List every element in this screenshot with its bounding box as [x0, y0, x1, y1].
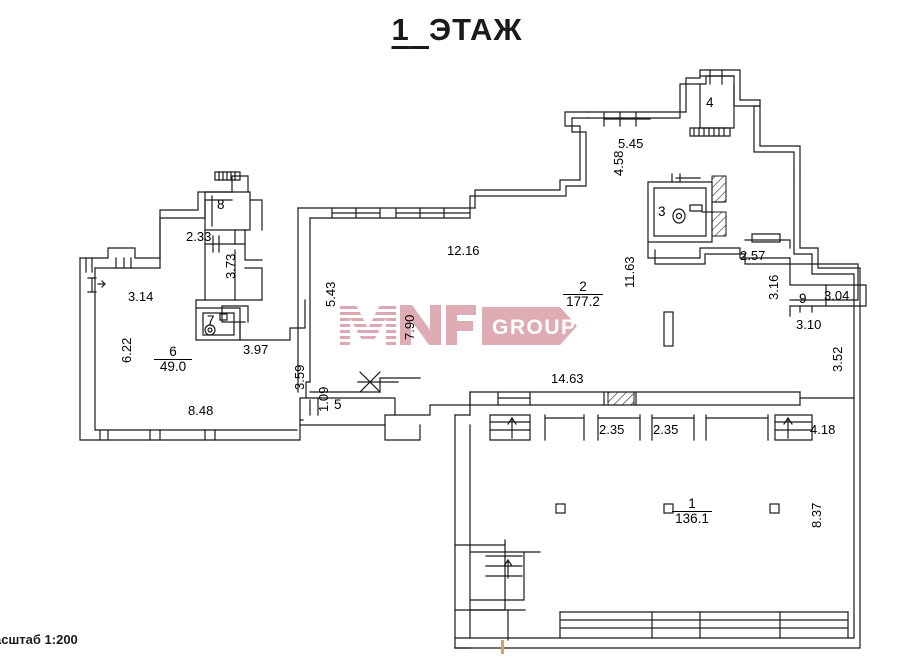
dimension-4-58: 4.58 — [611, 150, 626, 176]
dimension-11-63: 11.63 — [622, 256, 637, 288]
title-floor-word: ЭТАЖ — [429, 12, 523, 47]
room-2-number: 2 — [563, 279, 603, 296]
dimension-3-10: 3.10 — [796, 317, 822, 332]
dimension-6-22: 6.22 — [119, 337, 134, 363]
hatched-structural-elements — [607, 175, 727, 406]
dimension-5-43: 5.43 — [323, 281, 338, 307]
wall-outlines — [79, 69, 867, 649]
room-label-2: 2 177.2 — [563, 279, 603, 310]
title-floor-number: 1 — [391, 12, 410, 47]
dimension-2-35-b: 2.35 — [653, 422, 679, 437]
dimension-1-09: 1.09 — [316, 386, 331, 412]
room-label-7: 7 — [207, 313, 215, 328]
room-label-4: 4 — [706, 95, 714, 110]
watermark-n-glyph — [400, 305, 441, 345]
dimension-3-52: 3.52 — [830, 346, 845, 372]
watermark-f-glyph — [446, 305, 476, 345]
room-label-3: 3 — [658, 204, 666, 219]
room-6-number: 6 — [154, 344, 192, 361]
dimension-3-04: 3.04 — [824, 288, 850, 303]
room-label-1: 1 136.1 — [672, 496, 712, 527]
room-label-5: 5 — [334, 397, 342, 412]
room-label-9: 9 — [799, 291, 807, 306]
dimension-5-45: 5.45 — [618, 136, 644, 151]
page-title: 1 ЭТАЖ — [0, 12, 914, 48]
dimension-7-90: 7.90 — [402, 314, 417, 340]
room-label-6: 6 49.0 — [154, 344, 192, 375]
dimension-8-48: 8.48 — [188, 403, 214, 418]
dimension-2-35-a: 2.35 — [599, 422, 625, 437]
scale-caption: асштаб 1:200 — [0, 632, 78, 647]
dimension-14-63: 14.63 — [551, 371, 584, 386]
dimension-12-16: 12.16 — [447, 243, 480, 258]
room-label-8: 8 — [217, 197, 225, 212]
dimension-4-18: 4.18 — [810, 422, 836, 437]
dimension-3-59: 3.59 — [292, 364, 307, 390]
room-6-area: 49.0 — [159, 359, 187, 375]
dimension-8-37: 8.37 — [809, 502, 824, 528]
dimension-2-33: 2.33 — [186, 229, 212, 244]
watermark-banner — [482, 307, 577, 345]
room-1-area: 136.1 — [675, 511, 709, 527]
watermark-group-text: GROUP — [492, 316, 577, 339]
orange-marker-icon — [501, 640, 504, 654]
dimension-2-57: 2.57 — [740, 248, 766, 263]
room-2-area: 177.2 — [566, 294, 600, 310]
dimension-3-97: 3.97 — [243, 342, 269, 357]
watermark-m-glyph — [340, 305, 396, 345]
dimension-3-73: 3.73 — [223, 253, 238, 279]
room-1-number: 1 — [672, 496, 712, 513]
dimension-3-16: 3.16 — [766, 274, 781, 300]
dimension-3-14: 3.14 — [128, 289, 154, 304]
